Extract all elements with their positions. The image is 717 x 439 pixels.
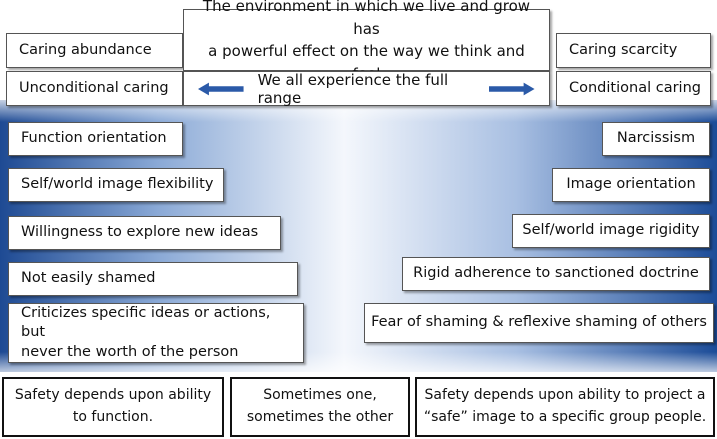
- explore-ideas-box: Willingness to explore new ideas: [8, 216, 281, 250]
- image-orientation-text: Image orientation: [566, 176, 696, 193]
- footer-middle-line2: sometimes the other: [246, 409, 394, 425]
- image-rigidity-text: Self/world image rigidity: [522, 222, 700, 239]
- criticizes-ideas-line1: Criticizes specific ideas or actions, bu…: [21, 304, 271, 341]
- fear-of-shaming-box: Fear of shaming & reflexive shaming of o…: [364, 303, 714, 343]
- image-flexibility-text: Self/world image flexibility: [21, 176, 214, 193]
- full-range-text: We all experience the full range: [257, 70, 449, 107]
- image-rigidity-box: Self/world image rigidity: [512, 214, 710, 248]
- image-orientation-box: Image orientation: [552, 168, 710, 202]
- caring-abundance-text: Caring abundance: [19, 41, 152, 58]
- arrow-right-icon: [489, 82, 535, 95]
- footer-left-line2: to function.: [72, 409, 154, 425]
- environment-statement: The environment in which we live and gro…: [183, 0, 550, 83]
- footer-right-line2: “safe” image to a specific group people.: [423, 409, 707, 425]
- footer-right-line1: Safety depends upon ability to project a: [424, 387, 706, 404]
- narcissism-text: Narcissism: [616, 130, 696, 147]
- caring-scarcity-text: Caring scarcity: [569, 41, 678, 58]
- footer-left-box: Safety depends upon ability to function.: [2, 377, 224, 437]
- narcissism-box: Narcissism: [602, 122, 710, 156]
- rigid-adherence-box: Rigid adherence to sanctioned doctrine: [402, 257, 710, 291]
- explore-ideas-text: Willingness to explore new ideas: [21, 224, 259, 241]
- function-orientation-box: Function orientation: [8, 122, 183, 156]
- arrow-left-icon: [198, 82, 244, 95]
- caring-scarcity-label: Caring scarcity: [556, 33, 711, 68]
- fear-of-shaming-text: Fear of shaming & reflexive shaming of o…: [371, 314, 707, 331]
- unconditional-caring-text: Unconditional caring: [19, 79, 169, 96]
- environment-statement-line1: The environment in which we live and gro…: [202, 0, 531, 38]
- conditional-caring-label: Conditional caring: [556, 71, 711, 106]
- rigid-adherence-text: Rigid adherence to sanctioned doctrine: [413, 265, 699, 282]
- full-range-box: We all experience the full range: [183, 70, 550, 107]
- criticizes-ideas-line2: never the worth of the person: [21, 343, 239, 360]
- footer-middle-line1: Sometimes one,: [263, 387, 377, 404]
- conditional-caring-text: Conditional caring: [569, 79, 701, 96]
- not-easily-shamed-text: Not easily shamed: [21, 270, 156, 287]
- caring-abundance-label: Caring abundance: [6, 33, 183, 68]
- image-flexibility-box: Self/world image flexibility: [8, 168, 224, 202]
- footer-right-box: Safety depends upon ability to project a…: [415, 377, 715, 437]
- unconditional-caring-label: Unconditional caring: [6, 71, 183, 106]
- function-orientation-text: Function orientation: [21, 130, 167, 147]
- criticizes-ideas-box: Criticizes specific ideas or actions, bu…: [8, 303, 304, 363]
- footer-middle-box: Sometimes one, sometimes the other: [230, 377, 410, 437]
- not-easily-shamed-box: Not easily shamed: [8, 262, 298, 296]
- footer-left-line1: Safety depends upon ability: [14, 387, 212, 404]
